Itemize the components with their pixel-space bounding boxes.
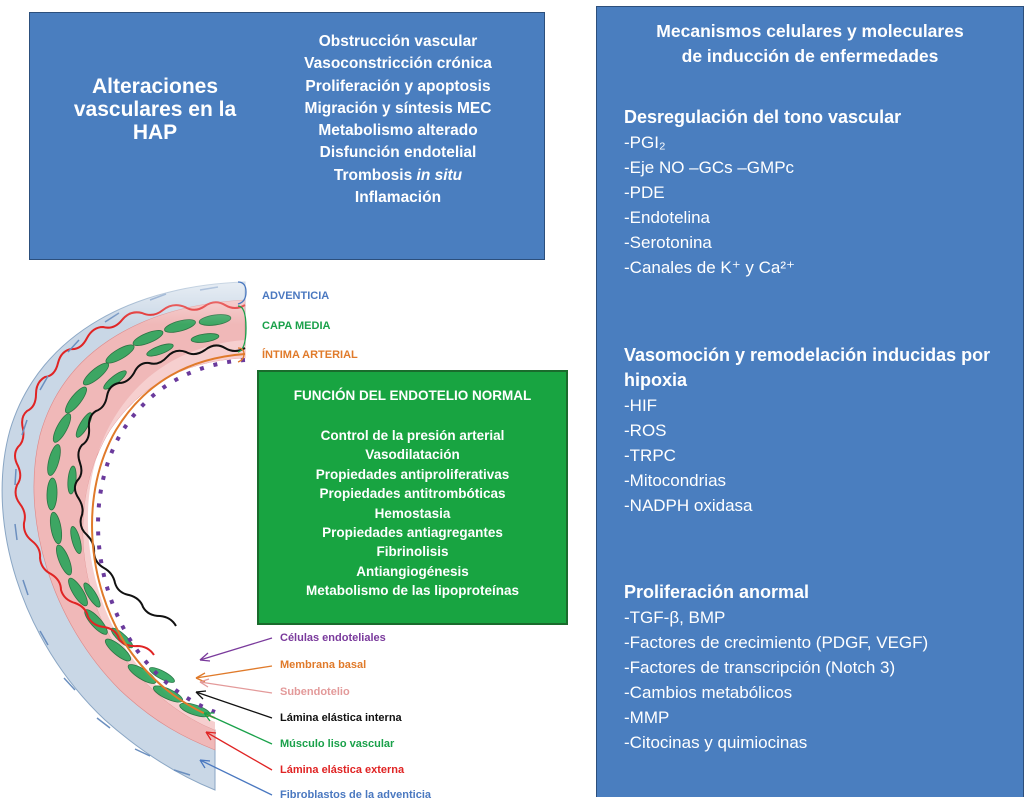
- structure-arrows: [195, 637, 273, 796]
- section-item: -Mitocondrias: [624, 471, 727, 490]
- label-capa-media: CAPA MEDIA: [262, 320, 331, 332]
- mecanismos-section-tono: Desregulación del tono vascular -PGI₂ -E…: [624, 105, 1019, 280]
- alteracion-item: Disfunción endotelial: [319, 144, 477, 162]
- mecanismos-box: Mecanismos celulares y moleculares de in…: [596, 6, 1024, 797]
- section-item: -PDE: [624, 183, 665, 202]
- section-item: -Endotelina: [624, 208, 711, 227]
- section-item: -Cambios metabólicos: [624, 683, 793, 702]
- section-item: -Factores de crecimiento (PDGF, VEGF): [624, 633, 929, 652]
- endotelio-item: Hemostasia: [374, 505, 451, 521]
- alteraciones-box: Alteraciones vasculares en la HAP Obstru…: [29, 12, 545, 260]
- endotelio-item: Vasodilatación: [365, 447, 460, 463]
- section-heading: Proliferación anormal: [624, 582, 810, 602]
- endotelio-item: Control de la presión arterial: [320, 428, 505, 443]
- alteracion-item: Vasoconstricción crónica: [304, 55, 492, 73]
- alteraciones-list: Obstrucción vascular Vasoconstricción cr…: [278, 31, 518, 209]
- endotelio-item: Fibrinolisis: [376, 544, 449, 560]
- section-item: -Eje NO –GCs –GMPc: [624, 158, 795, 177]
- section-item: -Canales de K⁺ y Ca²⁺: [624, 258, 796, 277]
- endotelio-item: Propiedades antiagregantes: [322, 525, 503, 541]
- alteracion-item: Metabolismo alterado: [318, 122, 478, 140]
- alteracion-item: Inflamación: [354, 189, 442, 207]
- alteracion-item: Migración y síntesis MEC: [304, 99, 492, 117]
- alteracion-item: Trombosis in situ: [333, 166, 463, 184]
- section-item: -TRPC: [624, 446, 676, 465]
- endotelio-title: FUNCIÓN DEL ENDOTELIO NORMAL: [293, 388, 532, 403]
- section-item: -HIF: [624, 396, 658, 415]
- section-item: -ROS: [624, 421, 667, 440]
- mecanismos-section-proliferacion: Proliferación anormal -TGF-β, BMP -Facto…: [624, 580, 1019, 755]
- endotelio-item: Antiangiogénesis: [356, 563, 469, 579]
- mecanismos-section-hipoxia: Vasomoción y remodelación inducidas por …: [624, 343, 1019, 518]
- label-lamina-elastica-interna: Lámina elástica interna: [280, 712, 402, 724]
- alteracion-item: Proliferación y apoptosis: [305, 77, 491, 95]
- layer-brackets: [237, 281, 247, 363]
- section-heading: Vasomoción y remodelación inducidas por …: [624, 345, 991, 390]
- label-lamina-elastica-externa: Lámina elástica externa: [280, 764, 405, 776]
- label-celulas-endoteliales: Células endoteliales: [280, 632, 386, 644]
- alteracion-item: Obstrucción vascular: [318, 33, 478, 50]
- label-musculo-liso: Músculo liso vascular: [280, 738, 395, 750]
- mecanismos-title: Mecanismos celulares y moleculares de in…: [656, 21, 964, 66]
- section-item: -TGF-β, BMP: [624, 608, 726, 627]
- section-item: -MMP: [624, 708, 670, 727]
- section-item: -Serotonina: [624, 233, 712, 252]
- section-item: -Factores de transcripción (Notch 3): [624, 658, 896, 677]
- endotelio-item: Propiedades antiproliferativas: [315, 466, 510, 482]
- section-item: -NADPH oxidasa: [624, 496, 753, 515]
- label-membrana-basal: Membrana basal: [280, 659, 367, 671]
- section-item: -PGI₂: [624, 133, 666, 152]
- label-intima: ÍNTIMA ARTERIAL: [262, 349, 358, 361]
- endotelio-item: Metabolismo de las lipoproteínas: [305, 583, 520, 599]
- section-item: -Citocinas y quimiocinas: [624, 733, 808, 752]
- label-fibroblastos: Fibroblastos de la adventicia: [280, 789, 431, 801]
- alteraciones-title: Alteraciones vasculares en la HAP: [73, 75, 237, 144]
- label-adventicia: ADVENTICIA: [262, 290, 330, 302]
- endotelio-list: Control de la presión arterial Vasodilat…: [259, 426, 566, 601]
- section-heading: Desregulación del tono vascular: [624, 107, 902, 127]
- endotelio-item: Propiedades antitrombóticas: [319, 486, 506, 502]
- endotelio-box: FUNCIÓN DEL ENDOTELIO NORMAL Control de …: [257, 370, 568, 625]
- label-subendotelio: Subendotelio: [280, 686, 350, 698]
